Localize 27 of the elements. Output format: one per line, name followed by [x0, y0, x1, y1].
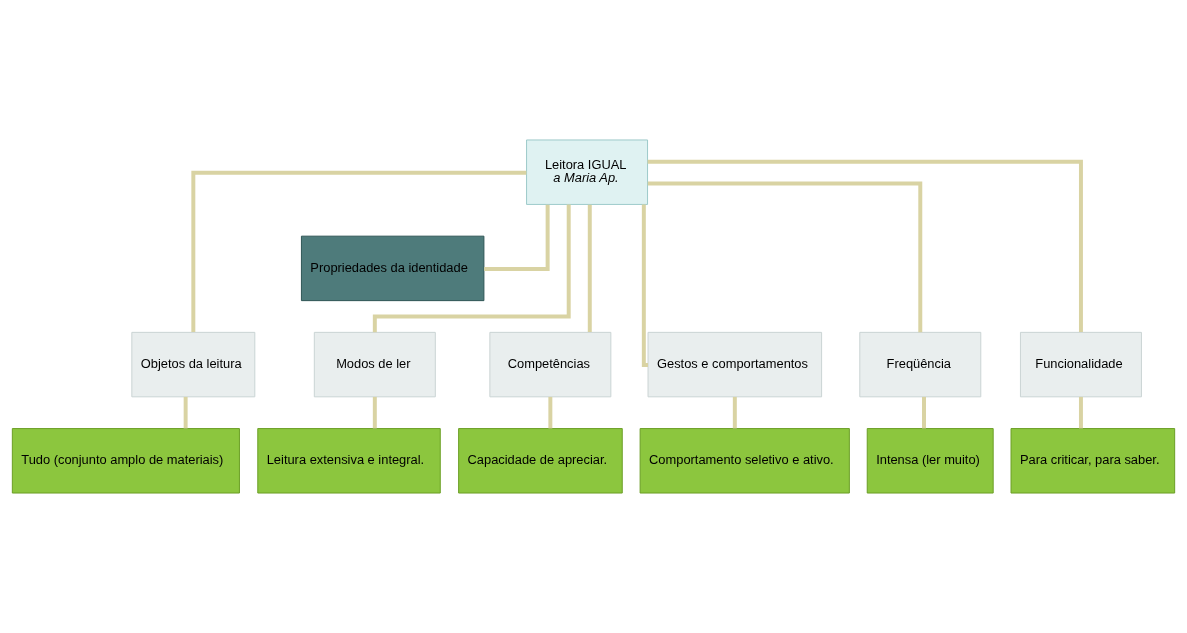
node-box: Freqüência [859, 331, 982, 398]
connector [647, 159, 1083, 332]
node-box: Gestos e comportamentos [647, 331, 823, 398]
connector [548, 396, 553, 429]
connector [647, 181, 923, 333]
connector [191, 170, 527, 333]
node-box: Funcionalidade [1019, 331, 1142, 398]
node-box: Competências [489, 331, 612, 398]
connector [183, 396, 188, 429]
connector [641, 204, 648, 368]
connector [372, 396, 377, 429]
node-box: Tudo (conjunto amplo de materiais) [11, 428, 240, 494]
node-box: Objetos da leitura [131, 331, 256, 398]
node-box: Capacidade de apreciar. [458, 428, 623, 494]
node-box: Modos de ler [313, 331, 436, 398]
node-box: Para criticar, para saber. [1010, 428, 1176, 494]
node-box: Intensa (ler muito) [866, 428, 994, 494]
node-box: Propriedades da identidade [300, 235, 485, 302]
connector [732, 396, 737, 429]
connector [922, 396, 926, 429]
connector [1078, 396, 1083, 429]
node-box: Comportamento seletivo e ativo. [639, 428, 850, 494]
node-box: Leitura extensiva e integral. [257, 428, 441, 494]
connector [372, 204, 571, 333]
connector [587, 204, 592, 333]
connector [484, 204, 550, 271]
node-box: Leitora IGUAL a Maria Ap. [526, 139, 649, 205]
